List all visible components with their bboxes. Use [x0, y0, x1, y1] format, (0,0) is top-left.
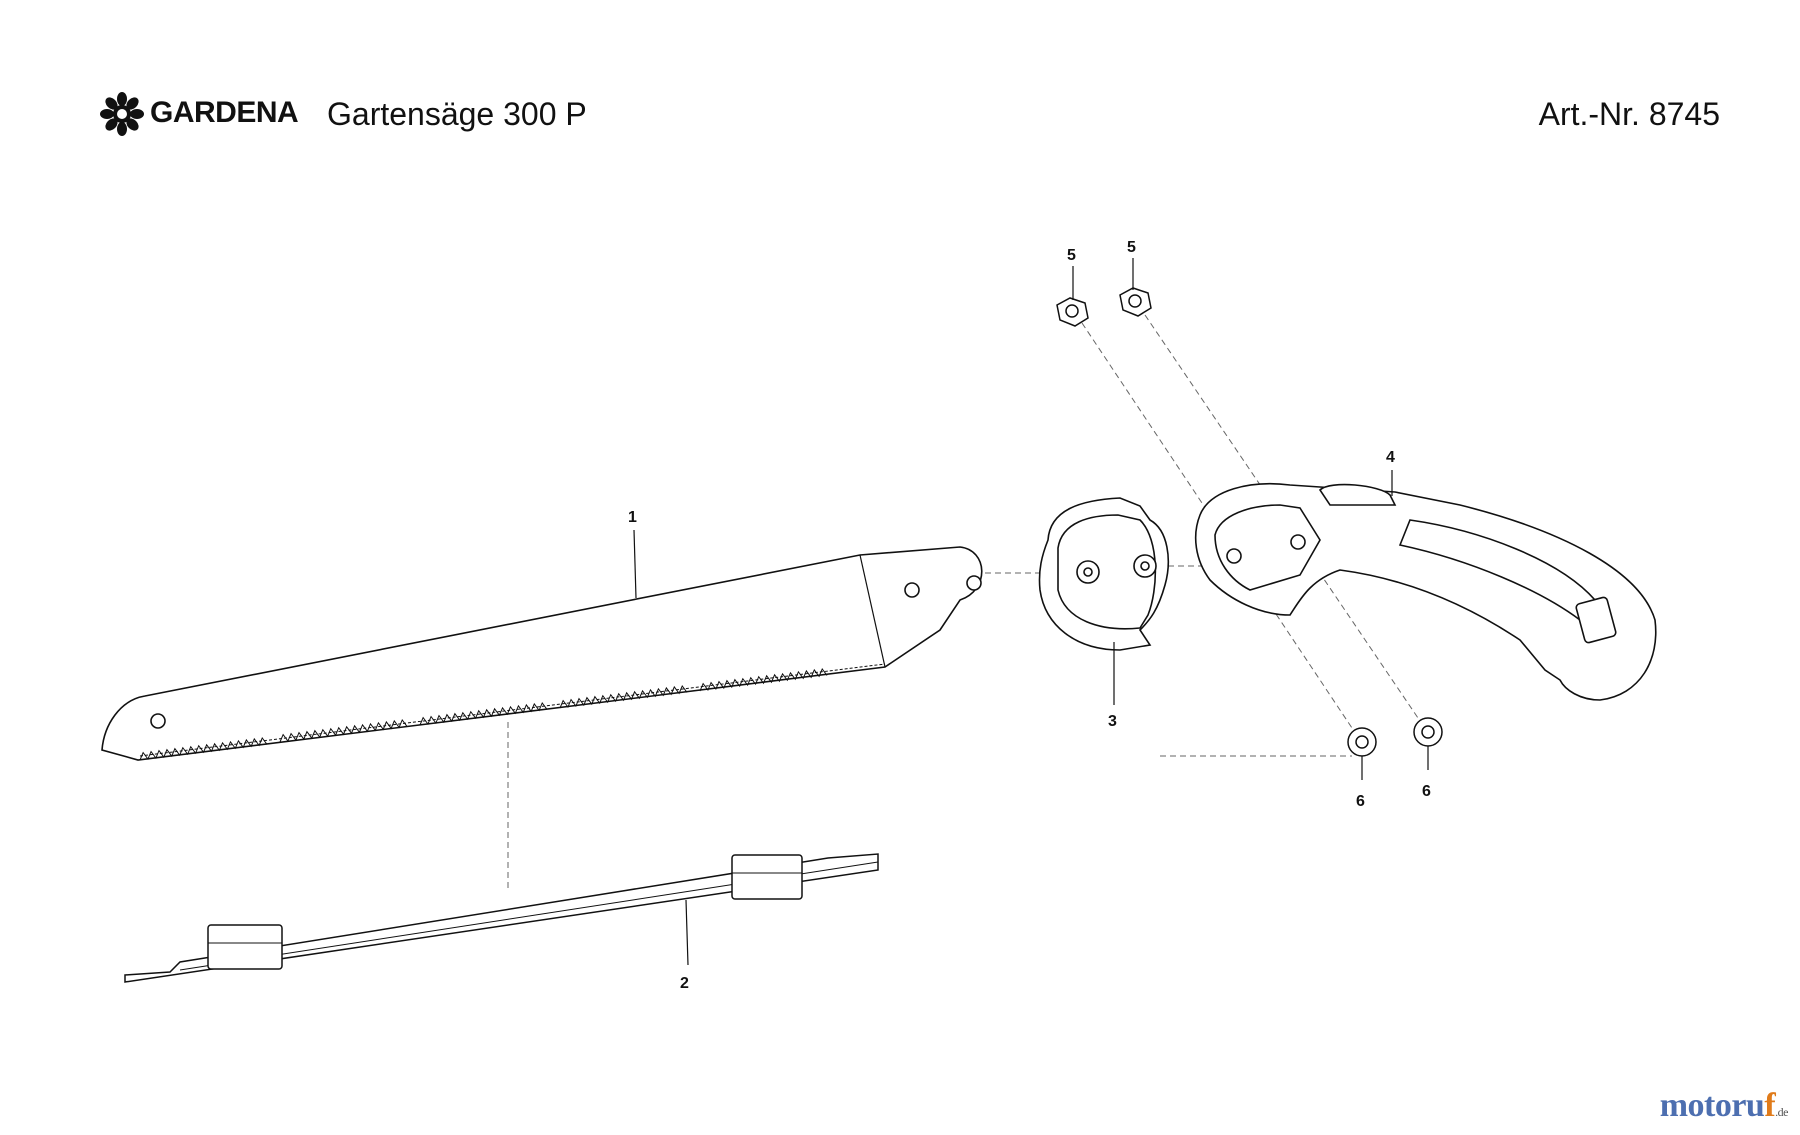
handle-part [1194, 482, 1657, 701]
callout-leaders [633, 258, 1429, 966]
blade-guard-strip-part [124, 853, 879, 983]
washer-part [1347, 717, 1443, 757]
header: GARDENA Gartensäge 300 P Art.-Nr. 8745 [0, 0, 1800, 160]
callout-6b: 6 [1422, 783, 1431, 800]
article-number: Art.-Nr. 8745 [1538, 96, 1720, 132]
watermark-main: motoru [1659, 1087, 1765, 1124]
watermark-tld: .de [1775, 1105, 1788, 1119]
gardena-logo-icon [100, 92, 144, 136]
callout-5b: 5 [1127, 239, 1136, 256]
watermark-accent: f [1764, 1087, 1776, 1124]
callout-6a: 6 [1356, 793, 1365, 810]
callout-4: 4 [1386, 449, 1395, 466]
product-title: Gartensäge 300 P [327, 96, 587, 132]
callout-3: 3 [1108, 713, 1117, 730]
callout-numbers: 1 2 3 4 5 5 6 6 [628, 239, 1431, 992]
saw-blade-part [101, 546, 983, 761]
watermark: motoruf.de [1659, 1087, 1789, 1125]
callout-2: 2 [680, 975, 689, 992]
blade-holder-part [1038, 497, 1170, 651]
callout-1: 1 [628, 509, 637, 526]
callout-5a: 5 [1067, 247, 1076, 264]
nut-part [1056, 287, 1152, 327]
brand-name: GARDENA [150, 96, 299, 129]
